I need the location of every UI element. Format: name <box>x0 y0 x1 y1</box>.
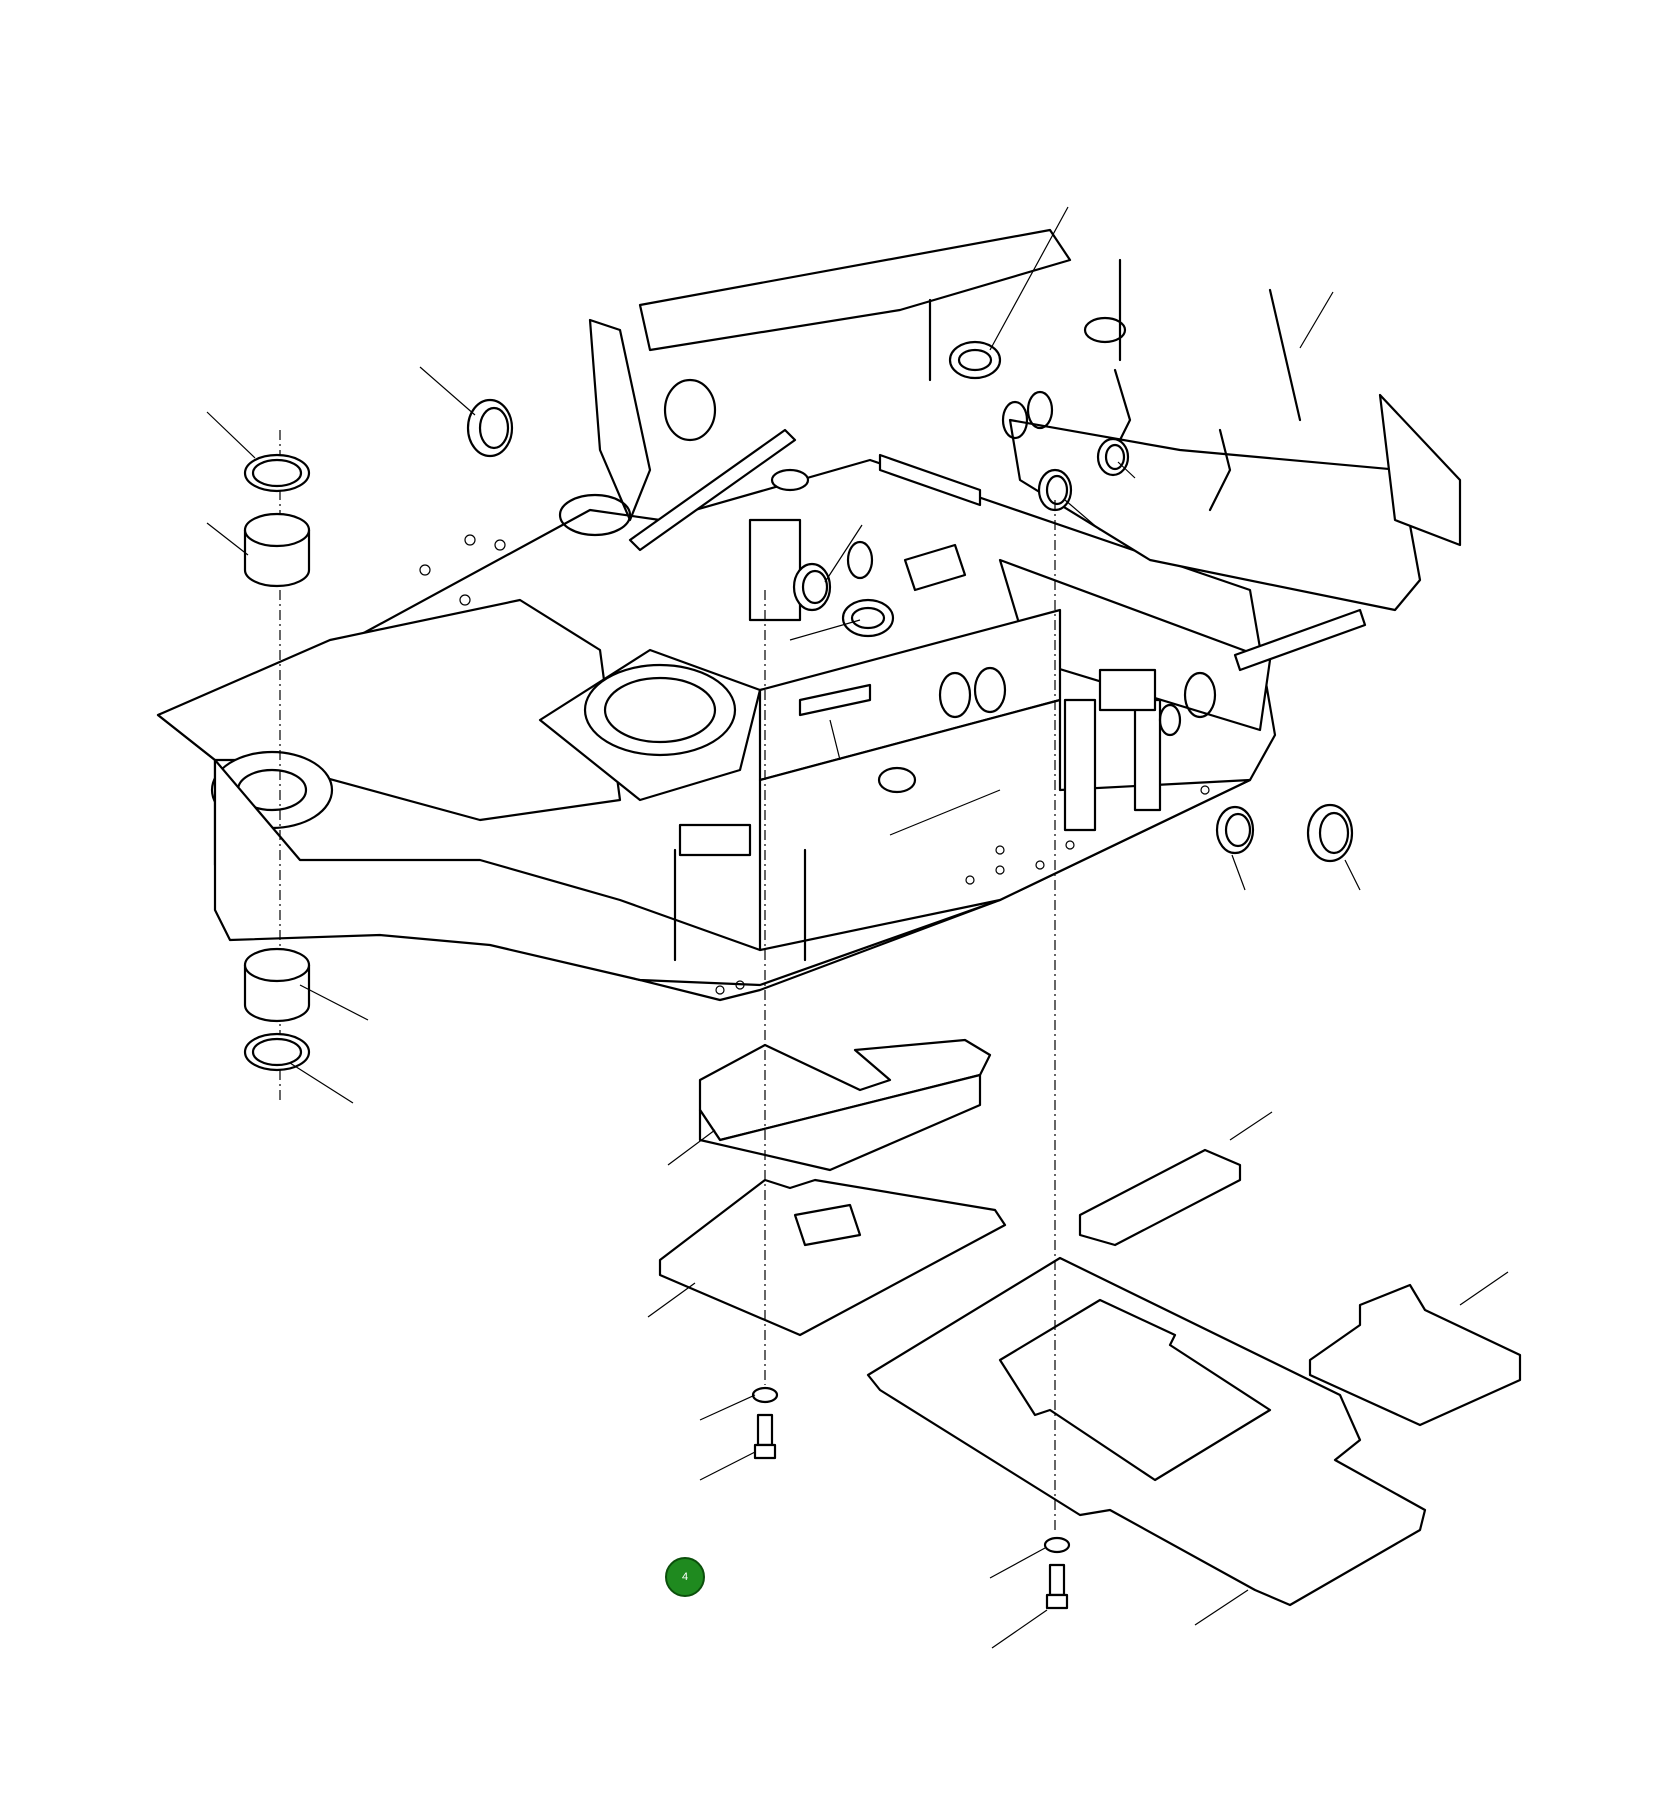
callout-number: 4 <box>681 1571 689 1583</box>
boom-foot-bushings <box>243 430 311 1100</box>
leader-lines <box>206 206 1509 1649</box>
under-covers <box>658 500 1522 1610</box>
upper-frame <box>156 228 1462 1002</box>
grommets <box>466 340 1354 863</box>
callout-hotspot-4[interactable]: 4 <box>665 1557 705 1597</box>
